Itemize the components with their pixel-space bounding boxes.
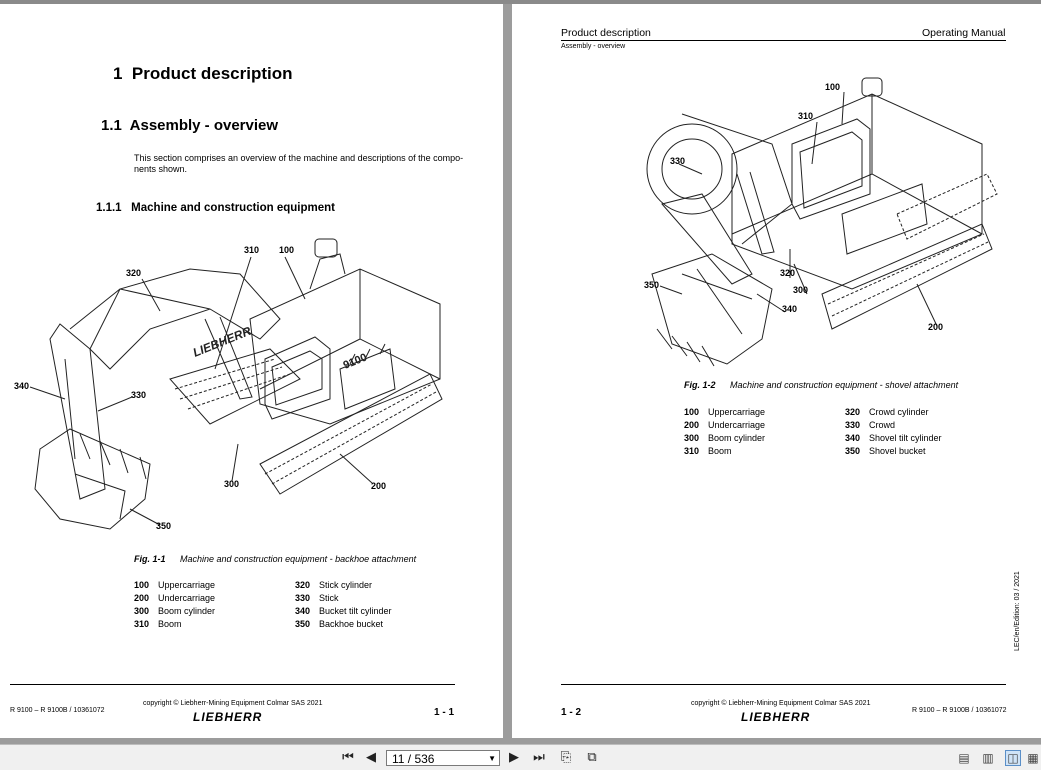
figure-label: Fig. 1-2 xyxy=(684,380,716,390)
callout-340: 340 xyxy=(782,304,798,314)
chevron-down-icon: ▼ xyxy=(488,754,496,763)
callout-330: 330 xyxy=(131,390,147,400)
callout-200: 200 xyxy=(371,481,387,491)
running-header-left: Product description xyxy=(561,27,651,39)
scroll-mode-icon[interactable]: ▦ xyxy=(1027,751,1039,765)
pdf-viewer-toolbar: ⏮ ◀ 11 / 536 ▼ ▶ ⏭ ⎘ ⧉ ▤ ▥ ◫ ▦ xyxy=(0,744,1041,770)
chapter-heading: 1 Product description xyxy=(113,64,293,84)
chapter-number: 1 xyxy=(113,64,123,83)
edition-side-text: LEC/en/Edition: 03 / 2021 xyxy=(1014,571,1021,651)
page-number-select[interactable]: 11 / 536 ▼ xyxy=(386,750,500,766)
callout-320: 320 xyxy=(780,268,796,278)
callout-340: 340 xyxy=(14,381,30,391)
footer-copyright: copyright © Liebherr-Mining Equipment Co… xyxy=(691,700,871,707)
callout-350: 350 xyxy=(644,280,660,290)
section-heading: 1.1 Assembly - overview xyxy=(101,117,278,134)
footer-rule xyxy=(10,684,455,685)
figure-caption-text: Machine and construction equipment - sho… xyxy=(730,380,959,390)
liebherr-logo: LIEBHERR xyxy=(193,710,263,724)
callout-100: 100 xyxy=(825,82,841,92)
prev-page-icon[interactable]: ◀ xyxy=(366,750,376,765)
page-indicator: 11 / 536 xyxy=(392,752,435,766)
chapter-title: Product description xyxy=(131,64,293,83)
callout-310: 310 xyxy=(244,245,260,255)
document-page-left: 1 Product description 1.1 Assembly - ove… xyxy=(0,4,503,738)
footer-copyright: copyright © Liebherr-Mining Equipment Co… xyxy=(143,700,323,707)
facing-pages-icon[interactable]: ◫ xyxy=(1005,750,1021,766)
footer-doc-number: R 9100 – R 9100B / 10361072 xyxy=(912,707,1007,714)
figure-label: Fig. 1-1 xyxy=(134,554,166,564)
first-page-icon[interactable]: ⏮ xyxy=(342,750,354,765)
callout-320: 320 xyxy=(126,268,142,278)
rotate-icon[interactable]: ⎘ xyxy=(560,750,572,765)
subsection-heading: 1.1.1 Machine and construction equipment xyxy=(96,202,335,214)
top-border xyxy=(0,0,1041,4)
figure-caption-text: Machine and construction equipment - bac… xyxy=(180,554,417,564)
footer-doc-number: R 9100 – R 9100B / 10361072 xyxy=(10,707,105,714)
last-page-icon[interactable]: ⏭ xyxy=(533,750,545,765)
backhoe-excavator-illustration: LIEBHERR 9100 xyxy=(29,238,443,530)
svg-text:9100: 9100 xyxy=(342,351,369,371)
page-number: 1 - 2 xyxy=(561,707,582,718)
section-title: Assembly - overview xyxy=(129,117,279,134)
footer-rule xyxy=(561,684,1006,685)
callout-200: 200 xyxy=(928,322,944,332)
running-header-sub: Assembly - overview xyxy=(561,43,626,50)
svg-text:LIEBHERR: LIEBHERR xyxy=(191,324,253,360)
running-header-right: Operating Manual xyxy=(922,27,1006,39)
callout-300: 300 xyxy=(793,285,809,295)
figure-caption: Fig. 1-1 Machine and construction equipm… xyxy=(134,554,416,564)
page-number: 1 - 1 xyxy=(434,707,455,718)
header-rule xyxy=(561,40,1006,41)
callout-310: 310 xyxy=(798,111,814,121)
intro-line: nents shown. xyxy=(134,164,188,174)
shovel-excavator-illustration xyxy=(646,77,998,367)
intro-line: This section comprises an overview of th… xyxy=(134,153,464,163)
single-page-icon[interactable]: ▤ xyxy=(958,751,970,765)
callout-350: 350 xyxy=(156,521,172,531)
section-number: 1.1 xyxy=(101,117,122,134)
callout-100: 100 xyxy=(279,245,295,255)
subsection-number: 1.1.1 xyxy=(96,202,122,214)
callout-300: 300 xyxy=(224,479,240,489)
subsection-title: Machine and construction equipment xyxy=(131,202,335,214)
fit-icon[interactable]: ⧉ xyxy=(587,750,597,765)
document-page-right: Product description Operating Manual Ass… xyxy=(512,4,1041,738)
liebherr-logo: LIEBHERR xyxy=(741,710,811,724)
intro-paragraph: This section comprises an overview of th… xyxy=(134,153,464,175)
callout-330: 330 xyxy=(670,156,686,166)
next-page-icon[interactable]: ▶ xyxy=(509,750,519,765)
figure-caption: Fig. 1-2 Machine and construction equipm… xyxy=(684,380,958,390)
continuous-icon[interactable]: ▥ xyxy=(982,751,994,765)
